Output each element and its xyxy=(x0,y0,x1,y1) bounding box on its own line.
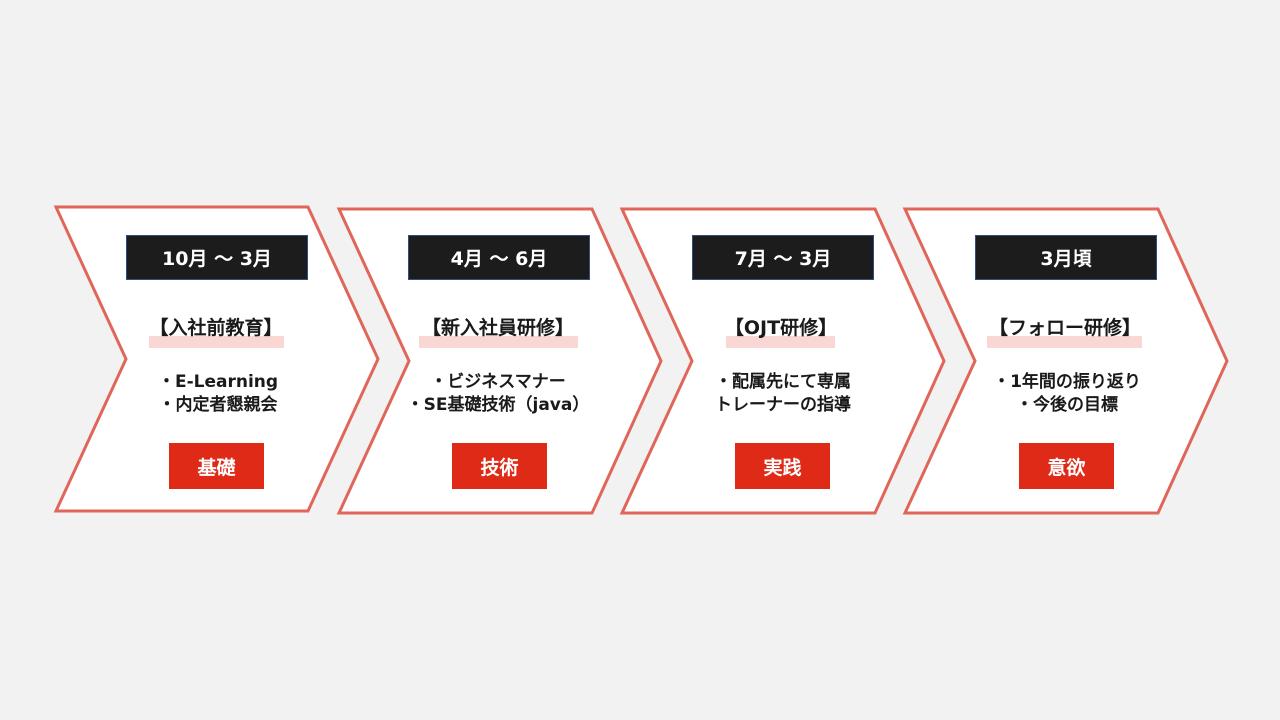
stage-2-title-highlight xyxy=(419,336,578,348)
stage-1-item: ・E-Learning xyxy=(157,372,279,392)
stage-4-badge: 意欲 xyxy=(1019,443,1114,489)
chevron-arrow-1 xyxy=(53,205,380,513)
stage-2-item: ・SE基礎技術（java） xyxy=(406,395,590,415)
stage-3-title: 【OJT研修】 xyxy=(724,317,838,339)
stage-4-item: ・1年間の振り返り xyxy=(993,372,1141,392)
stage-1-badge: 基礎 xyxy=(169,443,264,489)
stage-4-item: ・今後の目標 xyxy=(1016,395,1118,415)
stage-2-period: 4月 ～ 6月 xyxy=(408,235,590,280)
stage-1-period: 10月 ～ 3月 xyxy=(126,235,308,280)
stage-2-item: ・ビジネスマナー xyxy=(430,372,566,392)
stage-4-description: ・1年間の振り返り ・今後の目標 xyxy=(952,371,1182,417)
stage-1-description: ・E-Learning ・内定者懇親会 xyxy=(103,371,333,417)
chevron-arrow-4 xyxy=(902,207,1229,515)
stage-4-title: 【フォロー研修】 xyxy=(988,317,1141,339)
stage-1-title: 【入社前教育】 xyxy=(149,317,283,339)
stage-4-period: 3月頃 xyxy=(975,235,1157,280)
stage-1-title-highlight xyxy=(149,336,284,348)
stage-4-title-highlight xyxy=(987,336,1142,348)
stage-3-badge: 実践 xyxy=(735,443,830,489)
stage-2-description: ・ビジネスマナー ・SE基礎技術（java） xyxy=(383,371,613,417)
stage-3-title-highlight xyxy=(726,336,835,348)
stage-3-item: トレーナーの指導 xyxy=(715,395,851,415)
stage-2-title: 【新入社員研修】 xyxy=(421,317,574,339)
stage-3-item: ・配属先にて専属 xyxy=(715,372,851,392)
stage-2-badge: 技術 xyxy=(452,443,547,489)
stage-3-period: 7月 ～ 3月 xyxy=(692,235,874,280)
chevron-arrow-3 xyxy=(619,207,946,515)
stage-1-item: ・内定者懇親会 xyxy=(158,395,278,415)
chevron-arrow-2 xyxy=(336,207,663,515)
stage-3-description: ・配属先にて専属 トレーナーの指導 xyxy=(668,371,898,417)
